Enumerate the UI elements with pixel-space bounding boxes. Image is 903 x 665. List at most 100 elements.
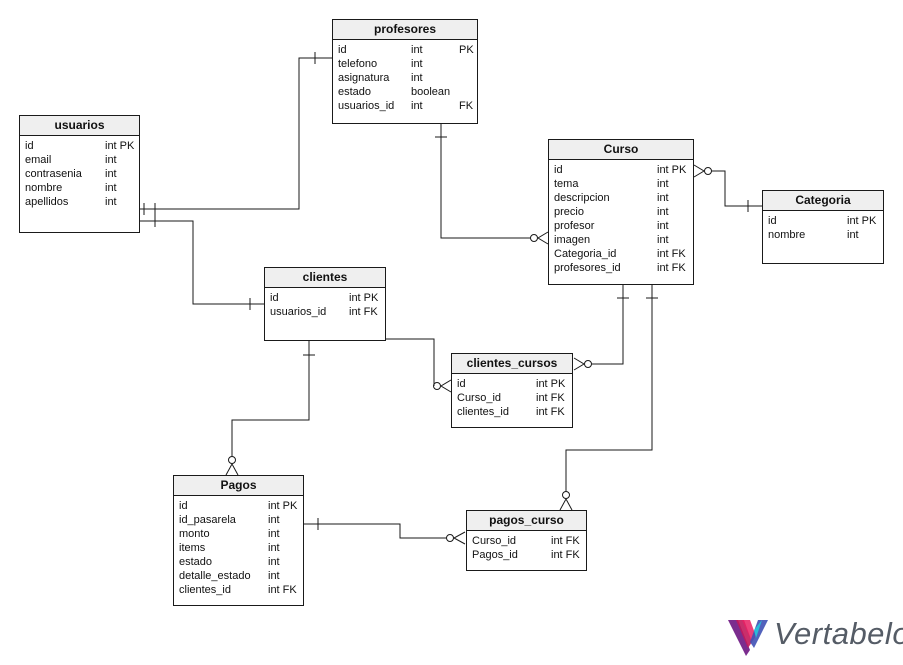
column-name: id	[25, 140, 34, 152]
column-type: int	[268, 514, 280, 526]
table-column-row: profesor int	[549, 219, 693, 233]
rel-curso-clientescursos-circle	[584, 360, 592, 368]
table-title: Pagos	[174, 476, 303, 496]
column-type: int FK	[268, 584, 297, 596]
column-type: int PK	[349, 292, 379, 304]
column-name: id_pasarela	[179, 514, 236, 526]
column-type: int	[268, 528, 280, 540]
rel-curso-pagoscurso-circle	[562, 491, 570, 499]
column-name: id	[554, 164, 563, 176]
column-type: int	[411, 100, 423, 112]
column-name: id	[338, 44, 347, 56]
rel-curso-clientescursos	[591, 285, 624, 365]
column-name: usuarios_id	[270, 306, 327, 318]
column-name: imagen	[554, 234, 591, 246]
rel-curso-categoria-circle	[704, 167, 712, 175]
table-column-row: usuarios_id int FK	[333, 99, 477, 113]
table-title: clientes	[265, 268, 385, 288]
table-column-row: items int	[174, 541, 303, 555]
column-name: asignatura	[338, 72, 390, 84]
table-column-row: asignatura int	[333, 71, 477, 85]
column-type: int	[657, 220, 669, 232]
table-column-row: id int PK	[265, 291, 385, 305]
column-name: id	[179, 500, 188, 512]
rel-curso-categoria	[711, 170, 762, 207]
column-type: int	[105, 154, 117, 166]
column-type: int PK	[657, 164, 687, 176]
table-title: profesores	[333, 20, 477, 40]
column-name: id	[270, 292, 279, 304]
column-type: int FK	[657, 262, 686, 274]
rel-curso-categoria-crow	[693, 164, 705, 178]
vertabelo-wordmark: Vertabelo	[774, 616, 903, 651]
column-type: boolean	[411, 86, 451, 98]
column-type: int FK	[536, 392, 565, 404]
rel-curso-clientescursos-crow	[573, 357, 585, 371]
column-type: int PK	[847, 215, 877, 227]
column-key: FK	[459, 100, 474, 112]
column-name: Curso_id	[472, 535, 517, 547]
table-column-row: id int PK	[549, 163, 693, 177]
vertabelo-logo: Vertabelo	[728, 612, 903, 660]
column-key: PK	[459, 44, 474, 56]
table-title: Curso	[549, 140, 693, 160]
column-name: usuarios_id	[338, 100, 395, 112]
column-name: monto	[179, 528, 210, 540]
column-name: items	[179, 542, 206, 554]
column-type: int FK	[551, 549, 580, 561]
column-type: int	[411, 72, 423, 84]
column-type: int FK	[551, 535, 580, 547]
column-name: Categoria_id	[554, 248, 617, 260]
rel-clientes-clientescursos-crow	[440, 379, 452, 393]
column-type: int	[657, 192, 669, 204]
rel-curso-pagoscurso-crow	[559, 497, 573, 511]
column-name: nombre	[768, 229, 806, 241]
rel-profesores-curso	[440, 124, 531, 239]
column-type: int	[847, 229, 859, 241]
column-name: clientes_id	[179, 584, 231, 596]
column-type: int	[105, 182, 117, 194]
column-name: email	[25, 154, 52, 166]
column-name: clientes_id	[457, 406, 509, 418]
table-column-row: Curso_id int FK	[467, 534, 586, 548]
rel-pagos-pagoscurso-crow	[452, 531, 466, 545]
column-name: precio	[554, 206, 584, 218]
column-name: estado	[179, 556, 213, 568]
vertabelo-mark-icon	[728, 620, 768, 656]
rel-usuarios-profesores	[140, 57, 332, 210]
table-title: Categoria	[763, 191, 883, 211]
rel-usuarios-clientes	[140, 220, 264, 305]
column-name: profesor	[554, 220, 595, 232]
column-type: int	[411, 44, 423, 56]
column-name: tema	[554, 178, 579, 190]
column-type: int	[268, 542, 280, 554]
